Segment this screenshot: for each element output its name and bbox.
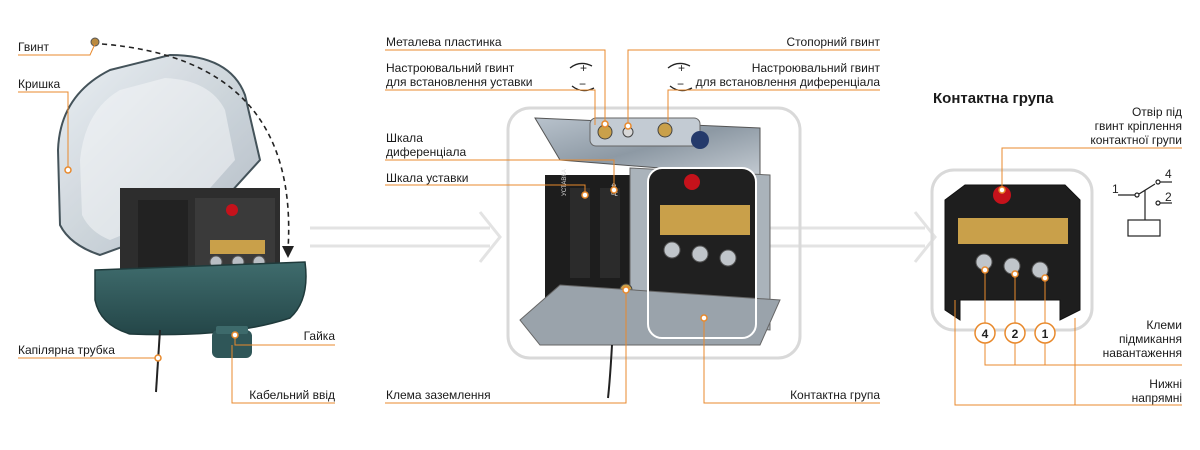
relay-open-illustration: УСТАВКА ДИФ xyxy=(506,106,802,399)
label-diff-scale-line2: диференціала xyxy=(386,145,467,159)
contact-group-title: Контактна група xyxy=(933,90,1054,107)
adjust-plus-setpoint: + xyxy=(580,61,587,75)
label-setpoint-screw-line1: Настроювальний гвинт xyxy=(386,61,515,75)
label-load-terminals-line3: навантаження xyxy=(1102,346,1182,360)
label-contact-group-middle: Контактна група xyxy=(790,388,880,402)
label-mount-hole: Отвір під гвинт кріплення контактної гру… xyxy=(1090,105,1182,147)
switch-schematic xyxy=(1118,179,1172,237)
terminal-number-4: 4 xyxy=(982,327,989,341)
label-screw: Гвинт xyxy=(18,40,50,54)
terminal-number-1: 1 xyxy=(1042,327,1049,341)
label-cover: Кришка xyxy=(18,77,61,91)
relay-housing-illustration xyxy=(56,37,307,393)
label-diff-screw: Настроювальний гвинт для встановлення ди… xyxy=(696,61,880,89)
label-ground-terminal: Клема заземлення xyxy=(386,388,491,402)
label-bottom-guides-line2: напрямні xyxy=(1131,391,1182,405)
label-diff-scale: Шкала диференціала xyxy=(386,131,466,159)
adjust-minus-diff: − xyxy=(677,77,684,91)
leader-dots xyxy=(64,120,1049,362)
label-setpoint-scale: Шкала уставки xyxy=(386,171,469,185)
label-diff-scale-line1: Шкала xyxy=(386,131,423,145)
flow-arrow-right xyxy=(770,211,937,263)
label-bottom-guides-line1: Нижні xyxy=(1149,377,1182,391)
label-lock-screw: Стопорний гвинт xyxy=(786,35,881,49)
adjust-plus-diff: + xyxy=(678,61,685,75)
label-metal-plate: Металева пластинка xyxy=(386,35,502,49)
label-cable-entry: Кабельний ввід xyxy=(249,388,335,402)
label-setpoint-screw-line2: для встановлення уставки xyxy=(386,75,533,89)
label-load-terminals-line2: підмикання xyxy=(1118,332,1182,346)
adjust-minus-setpoint: − xyxy=(579,77,586,91)
label-diff-screw-line2: для встановлення диференціала xyxy=(695,75,880,89)
label-mount-hole-line2: гвинт кріплення xyxy=(1094,119,1182,133)
contact-group-illustration xyxy=(930,168,1094,332)
terminal-number-2: 2 xyxy=(1012,327,1019,341)
screw-motion-arrow xyxy=(101,43,290,251)
label-setpoint-screw: Настроювальний гвинт для встановлення ус… xyxy=(386,61,533,89)
scale-setpoint-text: УСТАВКА xyxy=(562,169,568,196)
label-load-terminals: Клеми підмикання навантаження xyxy=(1103,318,1182,360)
label-mount-hole-line3: контактної групи xyxy=(1090,133,1182,147)
schematic-label-2: 2 xyxy=(1165,190,1172,204)
label-capillary-tube: Капілярна трубка xyxy=(18,343,115,357)
label-bottom-guides: Нижні напрямні xyxy=(1132,377,1182,405)
flow-arrow-left xyxy=(310,211,502,263)
schematic-label-4: 4 xyxy=(1165,167,1172,181)
label-load-terminals-line1: Клеми xyxy=(1146,318,1182,332)
terminal-badges: 4 2 1 xyxy=(974,322,1056,344)
label-diff-screw-line1: Настроювальний гвинт xyxy=(751,61,880,75)
schematic-label-1: 1 xyxy=(1112,182,1119,196)
screw-motion-arrowhead xyxy=(282,246,294,258)
label-mount-hole-line1: Отвір під xyxy=(1131,105,1182,119)
leader-lines xyxy=(18,43,1182,406)
label-nut: Гайка xyxy=(303,329,335,343)
